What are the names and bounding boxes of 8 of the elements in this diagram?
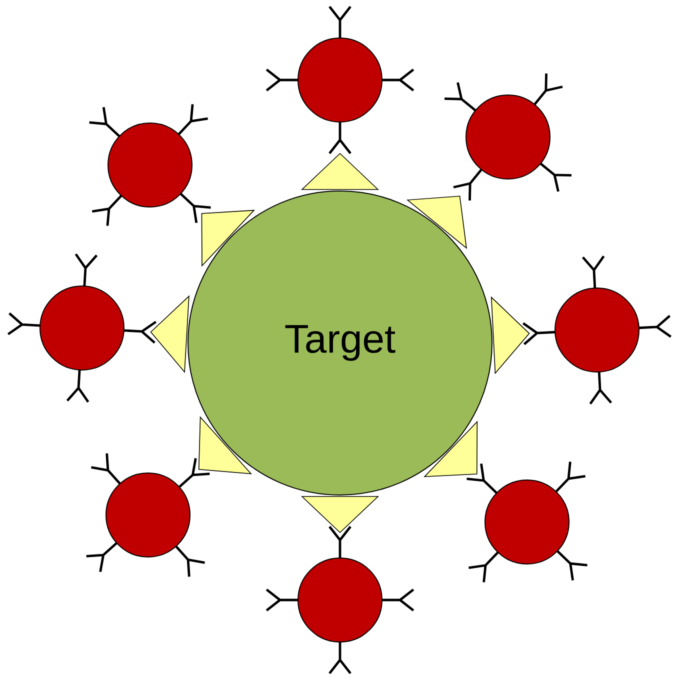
particle-circle <box>106 472 190 558</box>
particle-circle <box>484 480 570 564</box>
particle-circle <box>40 286 124 370</box>
particle-circle <box>554 288 640 372</box>
particle-circle <box>298 558 382 642</box>
particle-circle <box>466 94 550 180</box>
particle-circle <box>108 122 192 208</box>
particle-circle <box>298 38 382 122</box>
